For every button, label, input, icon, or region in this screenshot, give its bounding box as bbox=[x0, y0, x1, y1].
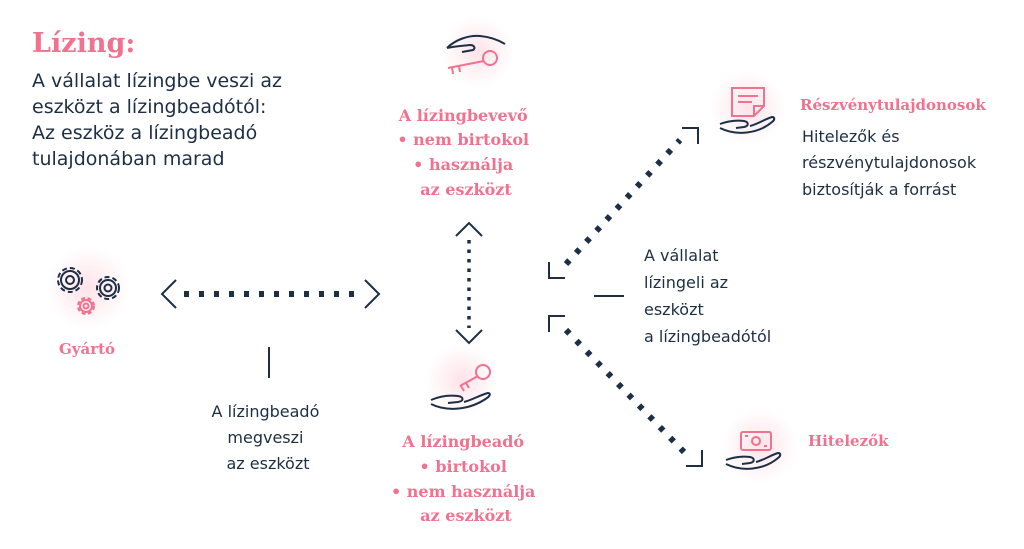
lessee-label: A lízingbevevő • nem birtokol • használj… bbox=[397, 106, 534, 199]
diagonal-dotted-line-down bbox=[563, 327, 687, 455]
lessor-line: A lízingbeadó bbox=[401, 432, 524, 451]
arrow-corner-right bbox=[686, 450, 703, 467]
manufacturer-note-line: megveszi bbox=[227, 428, 303, 447]
manufacturer-note-line: az eszközt bbox=[226, 454, 309, 473]
intro-line: A vállalat lízingbe veszi az bbox=[32, 70, 282, 92]
lessee-line: A lízingbevevő bbox=[398, 106, 528, 125]
down-arrowhead bbox=[455, 329, 483, 345]
shareholders-note-line: Hitelezők és bbox=[802, 127, 900, 146]
lessee-line: • használja bbox=[413, 155, 513, 174]
lessor-line: az eszközt bbox=[420, 506, 512, 525]
intro-line: Az eszköz a lízingbeadó bbox=[32, 122, 258, 144]
shareholders-note: Hitelezők és részvénytulajdonosok biztos… bbox=[802, 127, 981, 199]
hand-key-icon bbox=[426, 344, 498, 416]
shareholders-note-line: biztosítják a forrást bbox=[802, 180, 956, 199]
intro-line: eszközt a lízingbeadótól: bbox=[32, 96, 267, 118]
gears-icon bbox=[46, 246, 130, 330]
corner-bracket-left bbox=[548, 315, 565, 332]
arrow-corner-right bbox=[682, 127, 699, 144]
diagonal-connector-up bbox=[548, 127, 699, 279]
horizontal-connector bbox=[160, 279, 381, 309]
center-note-line: A vállalat bbox=[644, 246, 719, 265]
manufacturer-note: A lízingbeadó megveszi az eszközt bbox=[212, 402, 325, 473]
up-arrowhead bbox=[455, 221, 483, 237]
lessee-line: • nem birtokol bbox=[397, 130, 529, 149]
left-arrowhead bbox=[160, 279, 177, 309]
diagonal-connector-down bbox=[548, 315, 703, 467]
manufacturer-label: Gyártó bbox=[59, 340, 115, 358]
intro-line: tulajdonában marad bbox=[32, 148, 225, 170]
lessor-label: A lízingbeadó • birtokol • nem használja… bbox=[391, 432, 541, 525]
shareholders-label: Részvénytulajdonosok bbox=[800, 96, 986, 114]
shareholders-note-line: részvénytulajdonosok bbox=[802, 153, 977, 172]
intro-text: A vállalat lízingbe veszi az eszközt a l… bbox=[32, 68, 332, 172]
hand-key-icon bbox=[442, 16, 514, 88]
corner-bracket-left bbox=[548, 262, 565, 279]
creditors-label: Hitelezők bbox=[808, 432, 889, 450]
lessor-line: • nem használja bbox=[391, 482, 535, 501]
page-title: Lízing: bbox=[32, 28, 136, 59]
hand-document-icon bbox=[710, 70, 786, 146]
center-note-line: eszközt bbox=[644, 300, 704, 319]
center-note-line: lízingeli az bbox=[644, 273, 728, 292]
manufacturer-note-line: A lízingbeadó bbox=[212, 402, 320, 421]
center-note: A vállalat lízingeli az eszközt a lízing… bbox=[644, 246, 771, 346]
lessor-line: • birtokol bbox=[420, 457, 507, 476]
vertical-connector bbox=[455, 221, 483, 345]
right-arrowhead bbox=[364, 279, 381, 309]
hand-money-icon bbox=[722, 408, 798, 484]
lessee-line: az eszközt bbox=[420, 180, 512, 199]
center-note-line: a lízingbeadótól bbox=[644, 327, 771, 346]
